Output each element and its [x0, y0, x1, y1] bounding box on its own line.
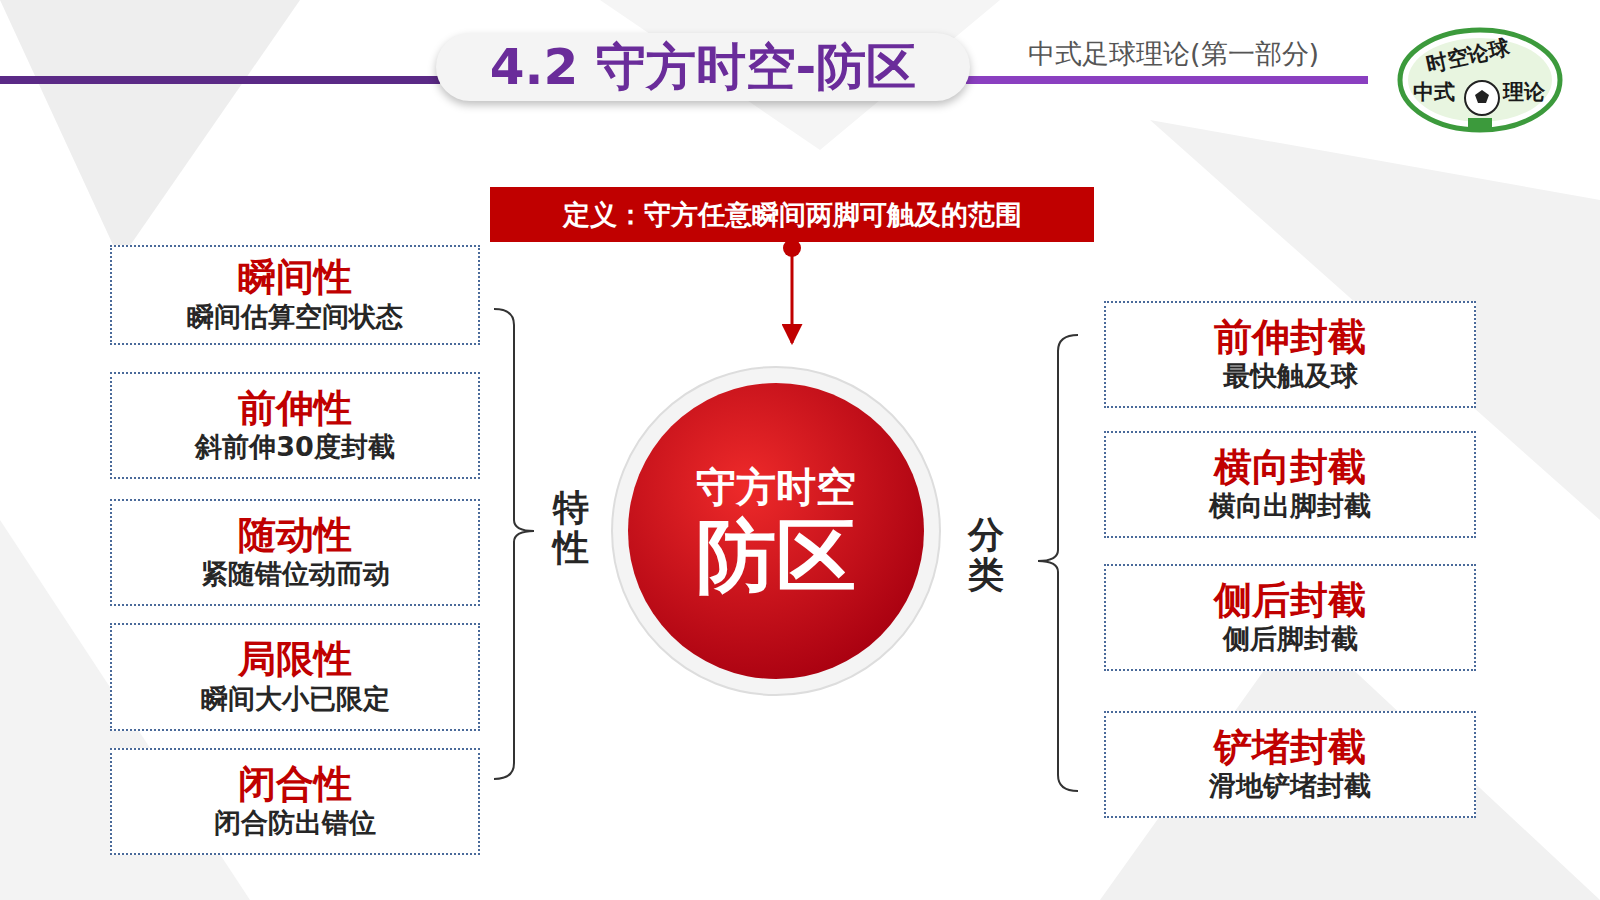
node-heading: 局限性 [238, 638, 352, 682]
circle-fill [628, 383, 924, 679]
node-heading: 随动性 [238, 514, 352, 558]
logo-ring [1400, 30, 1560, 130]
node-body: 最快触及球 [1223, 359, 1358, 393]
trait-box: 局限性瞬间大小已限定 [110, 623, 480, 731]
connector-arrow [791, 248, 794, 343]
node-heading: 定义：守方任意瞬间两脚可触及的范围 [563, 197, 1022, 233]
circle-ring [612, 367, 940, 695]
class-box: 前伸封截最快触及球 [1104, 301, 1476, 408]
node-body: 闭合防出错位 [214, 806, 376, 840]
node-body: 紧随错位动而动 [201, 557, 390, 591]
node-body: 防区 [696, 513, 856, 601]
node-heading: 瞬间性 [238, 256, 352, 300]
node-body: 横向出脚封截 [1209, 489, 1371, 523]
trait-box: 随动性紧随错位动而动 [110, 499, 480, 606]
node-heading: 横向封截 [1214, 446, 1366, 490]
title: 4.2 守方时空-防区 [490, 34, 917, 101]
node-heading: 闭合性 [238, 763, 352, 807]
group-bracket [1038, 335, 1078, 791]
title-rule [0, 76, 440, 84]
class-box: 侧后封截侧后脚封截 [1104, 564, 1476, 671]
bg-facet [0, 0, 300, 260]
node-body: 瞬间大小已限定 [201, 682, 390, 716]
trait-box: 瞬间性瞬间估算空间状态 [110, 245, 480, 345]
trait-box: 闭合性闭合防出错位 [110, 748, 480, 855]
logo [1400, 30, 1560, 130]
class-box: 铲堵封截滑地铲堵封截 [1104, 711, 1476, 818]
brackets [494, 309, 1078, 791]
football-patch [1475, 90, 1489, 103]
title-rule [966, 76, 1368, 84]
group-label: 特性 [553, 488, 589, 567]
node-body: 瞬间估算空间状态 [187, 300, 403, 334]
node-heading: 侧后封截 [1214, 579, 1366, 623]
football [1465, 81, 1499, 115]
subtitle: 中式足球理论(第一部分) [1028, 36, 1319, 72]
logo-tab [1468, 118, 1492, 128]
group-bracket [494, 309, 534, 779]
logo-text: 中式 [1413, 78, 1455, 106]
center-circle: 守方时空防区 [608, 363, 944, 699]
trait-box: 前伸性斜前伸30度封截 [110, 372, 480, 479]
node-heading: 前伸封截 [1214, 316, 1366, 360]
node-body: 侧后脚封截 [1223, 622, 1358, 656]
logo-text: 理论 [1503, 78, 1545, 106]
node-heading: 铲堵封截 [1214, 726, 1366, 770]
group-label: 分类 [968, 515, 1004, 594]
node-body: 滑地铲堵封截 [1209, 769, 1371, 803]
class-box: 横向封截横向出脚封截 [1104, 431, 1476, 538]
definition-box: 定义：守方任意瞬间两脚可触及的范围 [490, 187, 1094, 242]
node-heading: 守方时空 [696, 461, 856, 513]
title-pill: 4.2 守方时空-防区 [436, 33, 970, 101]
node-body: 斜前伸30度封截 [195, 430, 395, 464]
node-heading: 前伸性 [238, 387, 352, 431]
